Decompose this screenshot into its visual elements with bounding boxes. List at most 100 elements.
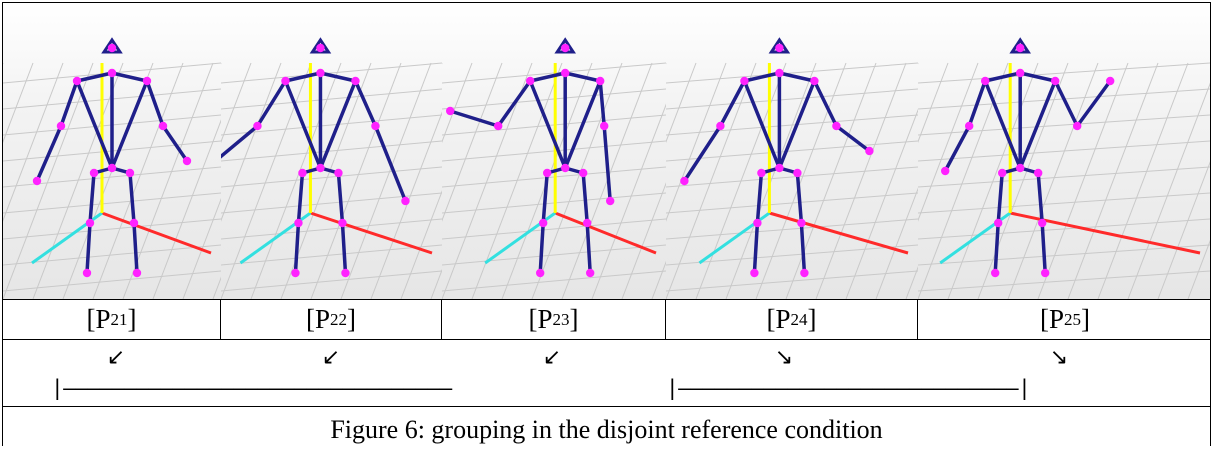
skeleton-bone	[528, 71, 567, 83]
floor-grid-line	[666, 192, 918, 214]
floor-grid-line	[725, 62, 817, 299]
skeleton-bone	[1018, 79, 1057, 170]
floor-grid-line	[212, 276, 221, 299]
floor-grid-line	[221, 62, 312, 299]
floor-grid-line	[918, 114, 1210, 136]
floor-grid-line	[1127, 82, 1210, 299]
floor-grid-line	[666, 62, 697, 144]
joint-marker	[536, 268, 545, 278]
skeleton-bone	[496, 79, 532, 128]
floor-grid-line	[221, 114, 442, 136]
skeleton-bone	[834, 124, 872, 153]
joint-marker	[810, 76, 819, 86]
joint-marker	[85, 218, 95, 228]
joint-marker	[294, 218, 303, 228]
joint-marker	[494, 121, 503, 131]
skeleton-bone	[75, 71, 114, 83]
skeleton-bone	[983, 71, 1022, 83]
skeleton-scene	[3, 37, 221, 299]
skeleton-bone	[585, 221, 592, 275]
joint-marker	[107, 68, 117, 78]
joint-marker	[600, 121, 609, 131]
floor-grid-line	[442, 218, 666, 240]
group-bracket-left: |‒‒‒‒‒‒‒‒‒‒‒‒‒‒‒‒‒‒‒‒‒‒‒‒‒‒‒‒‒‒‒‒	[51, 376, 452, 400]
skeleton-bone	[598, 79, 606, 128]
floor-grid-line	[221, 218, 442, 240]
floor-grid-line	[666, 62, 757, 299]
floor-grid-line	[905, 266, 918, 299]
floor-grid-line	[430, 268, 442, 299]
floor-grid-line	[221, 88, 442, 110]
skeleton-bone	[373, 124, 408, 203]
joint-marker	[797, 218, 806, 228]
floor-grid-line	[755, 62, 847, 299]
joint-marker	[994, 218, 1003, 228]
joint-marker	[1041, 268, 1050, 278]
joint-marker	[586, 268, 595, 278]
floor-grid-line	[1067, 62, 1159, 299]
pose-panel-p21	[3, 3, 221, 299]
x-axis-arrow	[1009, 211, 1201, 255]
joint-marker	[338, 218, 347, 228]
floor-grid-line	[1157, 161, 1210, 299]
floor-grid-line	[250, 62, 342, 299]
joint-marker	[371, 121, 380, 131]
pose-panel-p23	[442, 3, 666, 299]
skeleton-bone	[85, 221, 92, 275]
joint-marker	[446, 106, 455, 116]
arrow-down-right-icon: ↘	[774, 345, 794, 370]
skeleton-bone	[59, 79, 79, 128]
joint-marker	[158, 121, 168, 131]
joint-marker	[129, 218, 139, 228]
skeleton-bone	[752, 221, 760, 275]
joint-marker	[334, 168, 343, 178]
group-bracket-right: |‒‒‒‒‒‒‒‒‒‒‒‒‒‒‒‒‒‒‒‒‒‒‒‒‒‒‒‒|	[666, 376, 1031, 400]
floor-grid-line	[370, 111, 442, 299]
skeleton-bone	[943, 124, 971, 173]
joint-marker	[775, 68, 784, 78]
floor-grid-line	[875, 187, 918, 299]
joint-marker	[561, 68, 570, 78]
floor-grid-line	[1187, 239, 1210, 299]
grouping-arrows-row: ↙ ↙ ↙ ↘ ↘ |‒‒‒‒‒‒‒‒‒‒‒‒‒‒‒‒‒‒‒‒‒‒‒‒‒‒‒‒‒…	[2, 339, 1211, 407]
skeleton-scene	[442, 37, 666, 299]
joint-marker	[1016, 43, 1025, 53]
floor-grid-line	[918, 218, 1210, 240]
joint-marker	[32, 176, 42, 186]
joint-marker	[1106, 76, 1115, 86]
joint-marker	[606, 196, 615, 206]
skeleton-bone	[110, 71, 149, 83]
skeleton-bone	[1075, 79, 1112, 128]
floor-grid-line	[666, 140, 918, 162]
skeleton-bone	[353, 79, 378, 128]
floor-grid-line	[3, 62, 34, 144]
skeleton-bone	[145, 79, 165, 128]
skeleton-bone	[996, 171, 1004, 225]
skeleton-bone	[755, 171, 764, 225]
floor-grid-line	[221, 244, 442, 266]
skeleton-bone	[128, 171, 136, 225]
floor-grid-line	[651, 260, 666, 299]
joint-marker	[998, 168, 1007, 178]
floor-grid-line	[531, 62, 623, 299]
skeleton-bone	[255, 79, 288, 128]
joint-marker	[757, 168, 766, 178]
joint-marker	[1016, 68, 1025, 78]
joint-marker	[341, 268, 350, 278]
arrow-down-right-icon: ↘	[1049, 345, 1069, 370]
floor-grid-line	[666, 270, 918, 292]
floor-grid-line	[785, 62, 877, 299]
skeleton-bone	[742, 79, 782, 170]
floor-grid-line	[845, 108, 918, 299]
floor-grid-line	[221, 270, 442, 292]
floor-grid-line	[442, 244, 666, 266]
skeleton-bone	[538, 221, 545, 275]
joint-marker	[82, 268, 92, 278]
joint-marker	[981, 76, 990, 86]
floor-grid-line	[221, 62, 252, 144]
skeleton-bone	[1053, 79, 1079, 128]
pose-panel-p25	[918, 3, 1210, 299]
